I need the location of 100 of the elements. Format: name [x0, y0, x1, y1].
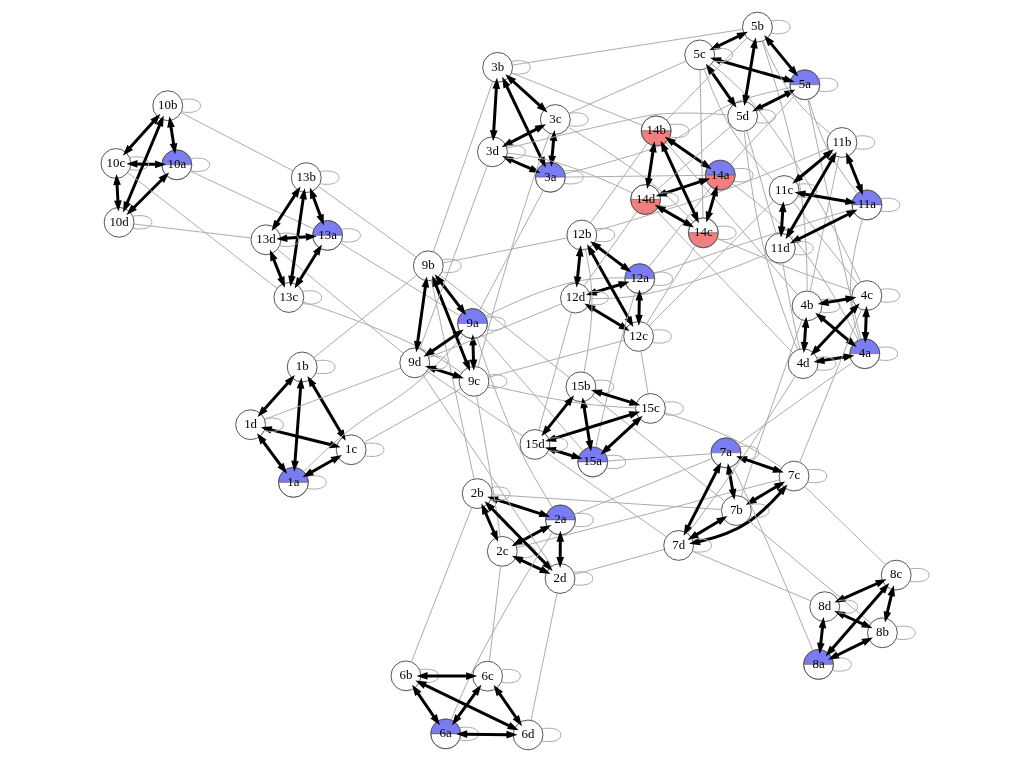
node-circle: 4b: [791, 290, 823, 322]
node-circle: 11c: [768, 175, 800, 206]
arrow: [413, 276, 430, 353]
arrow: [635, 289, 644, 326]
node-circle: 5d: [727, 100, 758, 132]
arrow: [126, 160, 167, 169]
arrow: [291, 377, 305, 472]
connector: [476, 337, 553, 508]
connector: [317, 185, 417, 258]
connector: [485, 277, 626, 317]
node-circle: 4c: [851, 280, 883, 311]
connector: [315, 359, 336, 375]
arrow: [745, 481, 786, 505]
arrow: [269, 249, 285, 288]
connector: [490, 486, 511, 501]
connector: [793, 240, 814, 256]
connector: [799, 308, 862, 463]
connector: [340, 228, 361, 243]
node-circle: 15d: [519, 429, 551, 460]
arrow: [590, 241, 632, 273]
connector: [640, 350, 649, 395]
arrow: [764, 35, 799, 77]
connector: [279, 232, 300, 247]
node-circle: 1d: [235, 409, 266, 441]
connector: [488, 339, 625, 378]
connector: [711, 63, 862, 283]
connector: [762, 40, 831, 134]
arrow: [683, 462, 722, 536]
node-circle: 2c: [486, 535, 518, 567]
connector: [190, 170, 315, 230]
connector: [127, 172, 278, 289]
connector: [737, 362, 853, 445]
arrow: [502, 156, 541, 173]
arrow: [257, 433, 288, 474]
node-circle: 8d: [809, 591, 841, 623]
node-circle: 4d: [787, 348, 819, 380]
arrow: [493, 684, 523, 727]
connector: [838, 599, 859, 614]
arrow: [126, 172, 170, 215]
arrow: [813, 353, 855, 364]
connector: [583, 249, 593, 373]
arrow: [752, 89, 796, 112]
arrow: [792, 149, 834, 184]
connector: [181, 98, 202, 113]
node-circle: 6b: [390, 660, 422, 692]
arrow: [654, 204, 695, 228]
connector: [511, 72, 643, 126]
connector: [595, 292, 636, 448]
node-circle: 13c: [273, 282, 305, 313]
connector: [264, 367, 402, 420]
arrow: [705, 63, 737, 108]
connector: [592, 395, 726, 502]
connector: [733, 167, 754, 183]
arrow: [294, 244, 322, 289]
connector: [441, 258, 462, 274]
connector: [749, 503, 770, 518]
node-circle: 8c: [880, 559, 912, 591]
connector: [477, 133, 551, 368]
connector: [656, 125, 732, 191]
arrow: [489, 77, 501, 142]
arrow: [710, 57, 795, 83]
connector: [909, 567, 930, 583]
connector: [793, 201, 858, 284]
connector: [563, 170, 584, 185]
connector: [818, 77, 839, 92]
connector: [459, 726, 480, 742]
arrow: [545, 411, 641, 442]
arrow: [810, 303, 860, 356]
arrow: [883, 585, 895, 623]
node-circle: 1c: [335, 434, 367, 466]
connector: [732, 183, 859, 341]
connector: [568, 112, 589, 127]
connector: [770, 19, 791, 35]
connector: [538, 312, 572, 431]
node-circle: 3c: [539, 104, 571, 135]
connector: [431, 280, 475, 480]
connector: [263, 417, 284, 432]
arrow: [416, 672, 478, 680]
arrow: [257, 375, 295, 417]
connector: [505, 144, 526, 159]
connector: [658, 192, 679, 207]
arrow: [600, 415, 643, 455]
connector: [743, 131, 798, 351]
arrow: [288, 188, 307, 287]
connector: [669, 123, 690, 139]
arrow: [687, 515, 728, 541]
connector: [410, 507, 473, 663]
arrow: [276, 233, 317, 243]
arrow: [425, 365, 464, 379]
connector: [755, 109, 776, 124]
connector: [666, 37, 748, 121]
connector: [541, 727, 562, 743]
connector: [479, 190, 544, 311]
connector: [797, 183, 818, 198]
connector: [567, 126, 694, 222]
connector: [816, 356, 837, 371]
connector: [809, 156, 840, 292]
arrow: [122, 113, 161, 156]
connector: [530, 592, 558, 721]
arrow: [432, 275, 471, 372]
